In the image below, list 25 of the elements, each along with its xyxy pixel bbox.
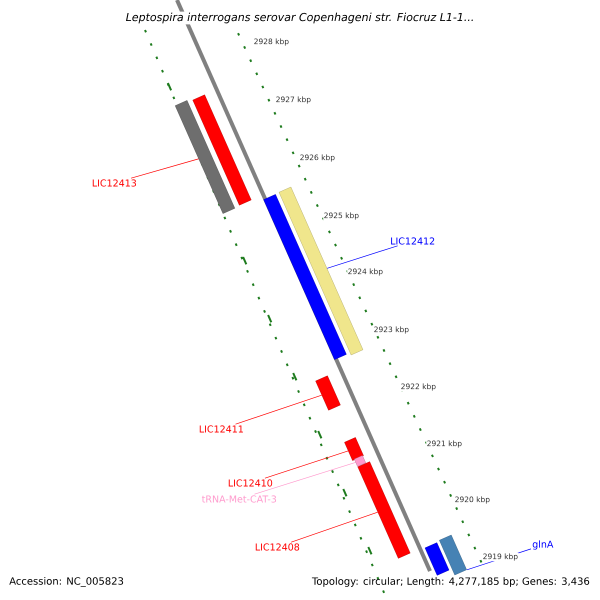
gene-label: LIC12411 — [200, 425, 243, 433]
gene-bar — [192, 94, 252, 206]
gene-label: LIC12410 — [228, 479, 272, 487]
gene-bar — [354, 455, 366, 467]
leader-line — [254, 462, 356, 495]
gene-label: glnA — [532, 540, 554, 550]
gene-label: tRNA-Met-CAT-3 — [202, 495, 276, 503]
leader-line — [235, 394, 322, 425]
gene-label: LIC12413 — [92, 179, 136, 187]
leader-line — [326, 245, 398, 269]
gene-bar — [174, 100, 236, 214]
gene-bar — [263, 194, 347, 360]
gene-bar — [424, 542, 450, 576]
gene-label: LIC12408 — [256, 543, 300, 551]
leader-line — [130, 158, 199, 179]
gene-bar — [315, 376, 341, 410]
gene-bar — [344, 437, 364, 461]
summary-text: Topology: circular; Length: 4,277,185 bp; Genes: 3,436 — [312, 577, 590, 587]
leader-line — [264, 450, 348, 479]
gene-label: LIC12412 — [391, 237, 434, 245]
leader-line — [290, 512, 378, 543]
gene-bar — [358, 461, 410, 559]
gene-bar — [439, 534, 467, 576]
accession-text: Accession: NC_005823 — [9, 577, 124, 587]
title: Leptospira interrogans serovar Copenhageni str. Fiocruz L1-1... — [124, 12, 476, 24]
